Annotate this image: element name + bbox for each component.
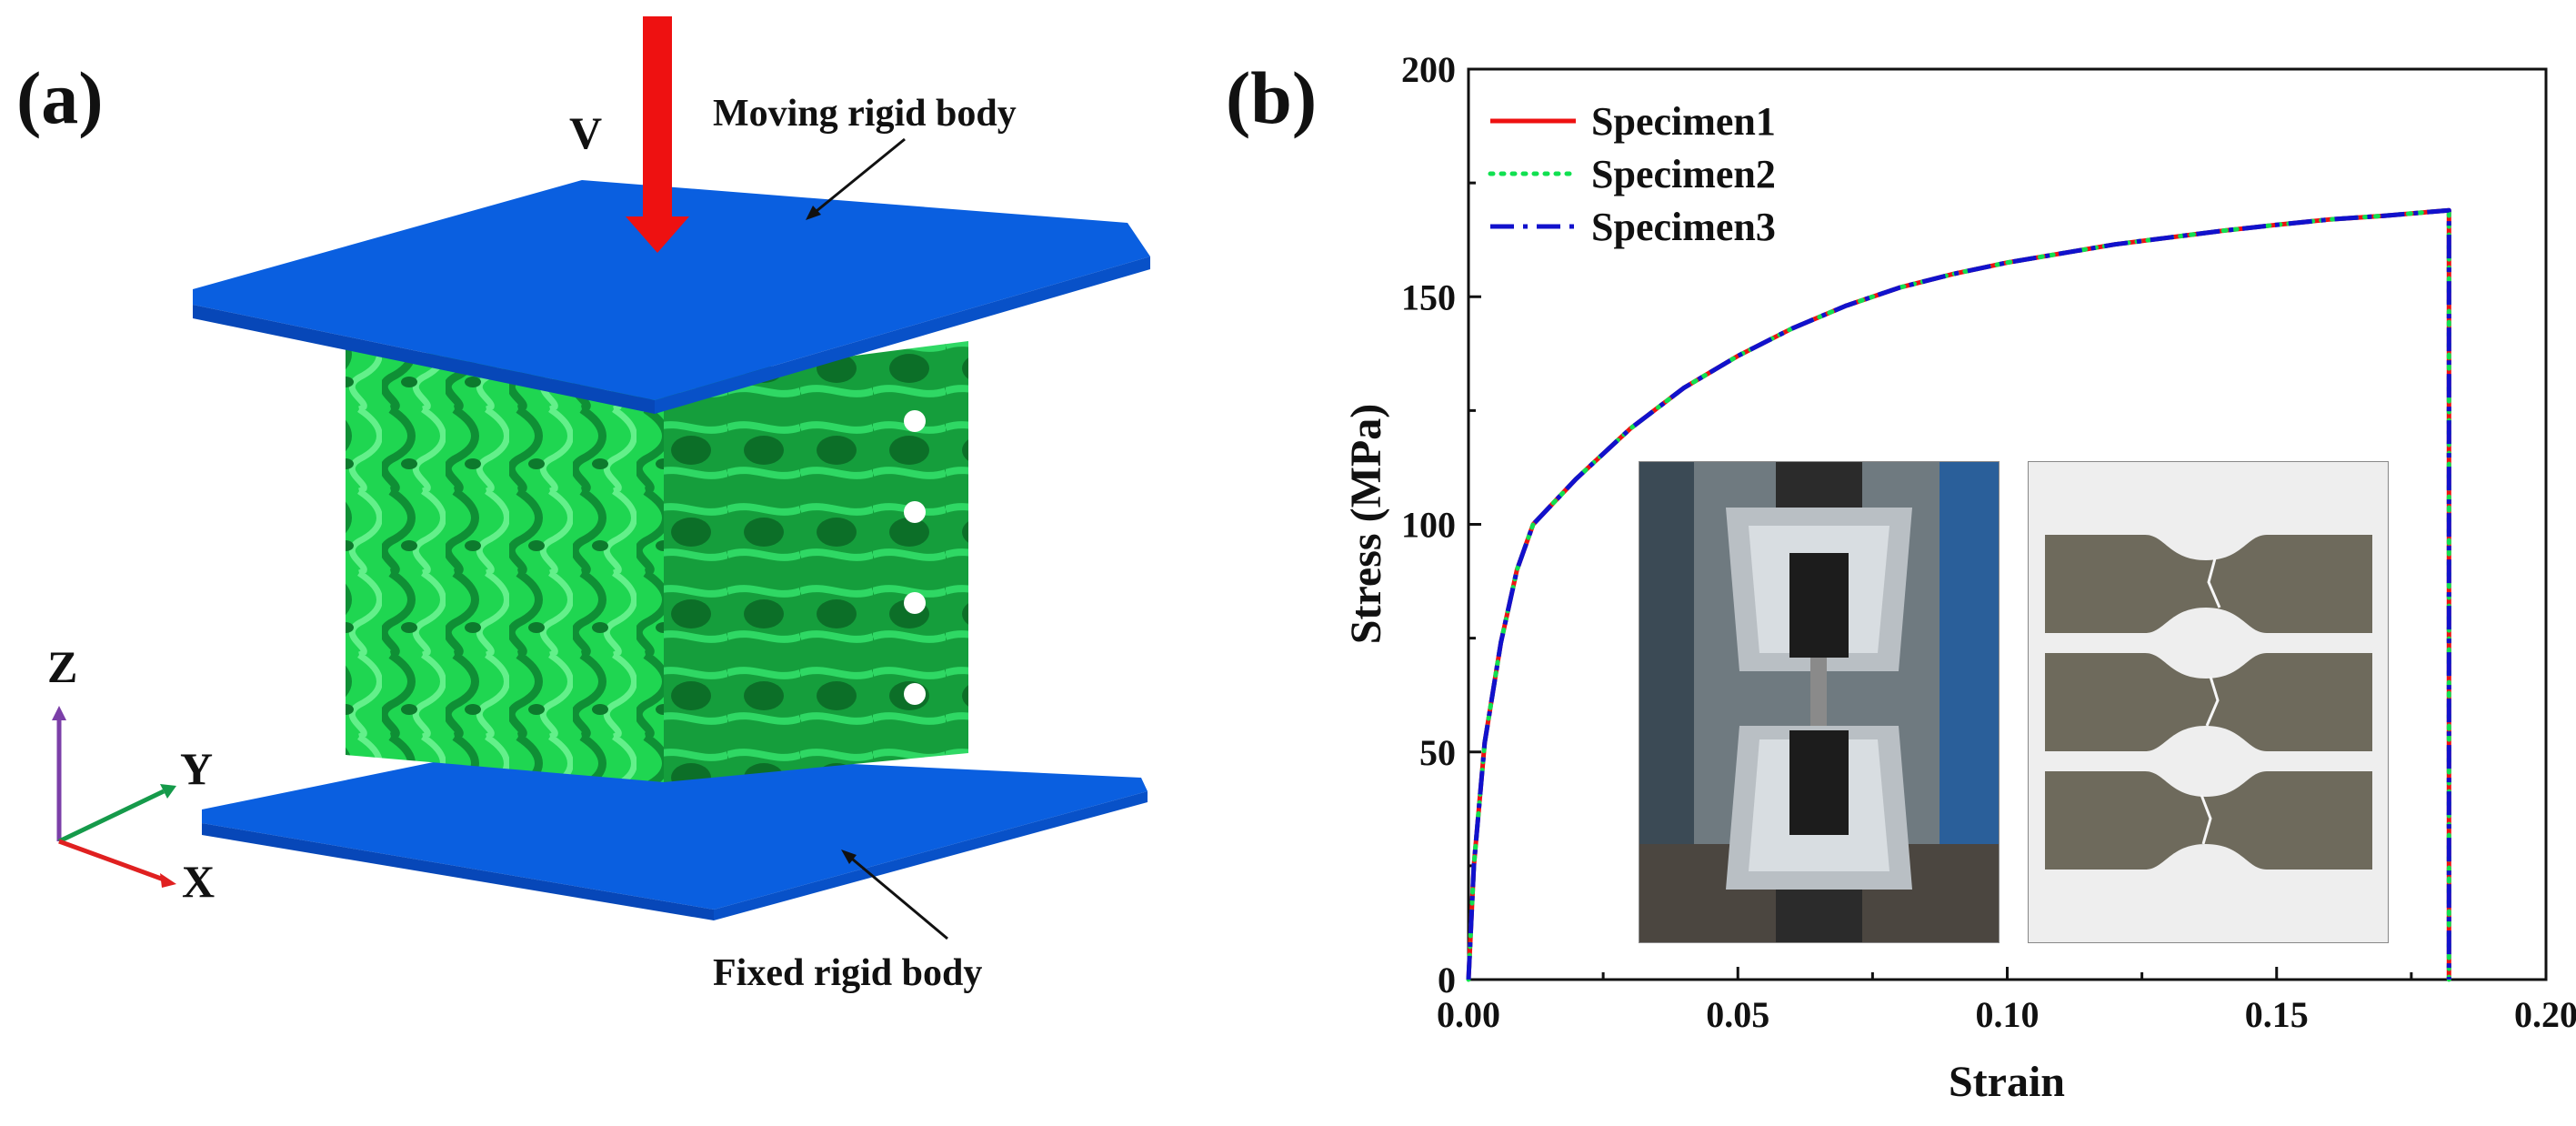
velocity-label: V [569,107,602,158]
legend-label: Specimen2 [1591,152,1776,196]
x-tick-label: 0.20 [2514,994,2576,1035]
fractured-specimens-illustration [2029,462,2388,942]
y-axis [57,789,165,844]
x-axis-label: X [182,856,215,907]
y-tick-label: 50 [1419,732,1456,773]
legend-label: Specimen1 [1591,99,1776,144]
panel-a-simulation-setup: V (a) Moving rigid body Fixed rigid body… [0,0,1218,1121]
y-axis-label: Y [180,743,213,794]
x-tick-label: 0.10 [1976,994,2040,1035]
y-tick-label: 0 [1438,960,1456,1000]
x-tick-label: 0.05 [1706,994,1769,1035]
legend-label: Specimen3 [1591,205,1776,249]
panel-a-label: (a) [16,56,104,139]
testing-machine-illustration [1639,462,1999,942]
velocity-arrow [626,16,689,253]
fixed-rigid-body-plate [202,748,1148,920]
inset-photo-fractured-specimens [2028,461,2389,943]
x-axis-ticks: 0.00 0.05 0.10 0.15 0.20 [1437,967,2576,1035]
x-tick-label: 0.15 [2245,994,2309,1035]
inset-photo-testing-machine [1639,461,2000,943]
coordinate-axes [52,706,176,888]
y-tick-label: 150 [1401,276,1456,317]
lattice-structure [346,341,968,782]
moving-rigid-body-label: Moving rigid body [713,93,1017,135]
fixed-rigid-body-label: Fixed rigid body [713,952,982,994]
moving-rigid-body-pointer [806,137,906,220]
y-axis-ticks: 0 50 100 150 200 [1401,49,1481,1000]
y-tick-label: 200 [1401,49,1456,90]
y-axis-title: Stress (MPa) [1342,404,1390,644]
series-line-specimen2 [1466,207,2451,982]
data-series [1466,207,2451,982]
y-tick-label: 100 [1401,505,1456,546]
stress-strain-chart: (b) 0.00 0.05 0.10 0.15 0.20 0 50 100 150 200 St… [1226,49,2576,1106]
x-axis [58,839,165,882]
x-tick-label: 0.00 [1437,994,1500,1035]
z-axis-label: Z [47,641,77,692]
fixed-rigid-body-pointer [841,850,948,940]
panel-b-stress-strain: (b) 0.00 0.05 0.10 0.15 0.20 0 50 100 150 200 St… [1218,0,2576,1121]
panel-b-label: (b) [1226,56,1317,139]
simulation-setup-illustration: V (a) Moving rigid body Fixed rigid body… [16,16,1150,994]
moving-rigid-body-plate [193,180,1150,414]
x-axis-title: Strain [1949,1058,2065,1106]
